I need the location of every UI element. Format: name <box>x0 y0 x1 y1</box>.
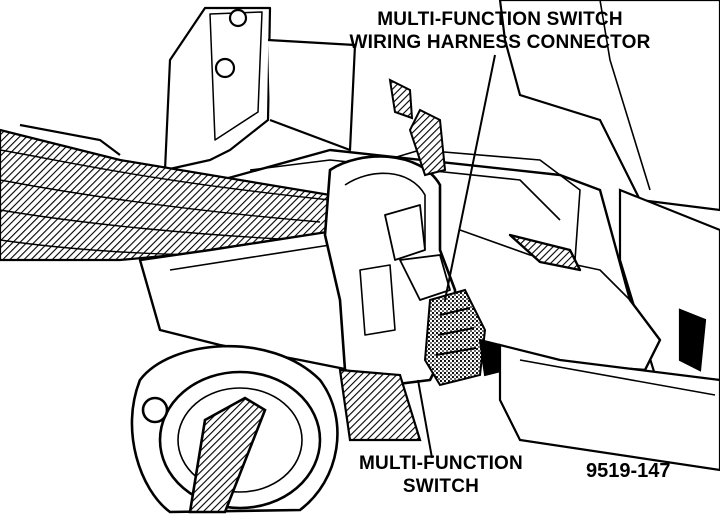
leader-lines <box>417 54 496 459</box>
multi-function-switch-label-line2: SWITCH <box>402 476 480 497</box>
harness-connector <box>388 78 507 387</box>
ignition-lock-housing <box>130 344 339 514</box>
multi-function-switch-label: MULTI-FUNCTION SWITCH <box>336 452 546 498</box>
upper-bracket <box>163 6 357 172</box>
harness-connector-label-line1: MULTI-FUNCTION SWITCH <box>377 9 623 30</box>
column-shaft <box>338 343 720 472</box>
figure-number: 9519-147 <box>586 460 671 482</box>
multi-function-switch-label-line1: MULTI-FUNCTION <box>359 453 523 474</box>
harness-connector-label: MULTI-FUNCTION SWITCH WIRING HARNESS CON… <box>330 8 670 54</box>
harness-connector-label-line2: WIRING HARNESS CONNECTOR <box>349 32 651 53</box>
